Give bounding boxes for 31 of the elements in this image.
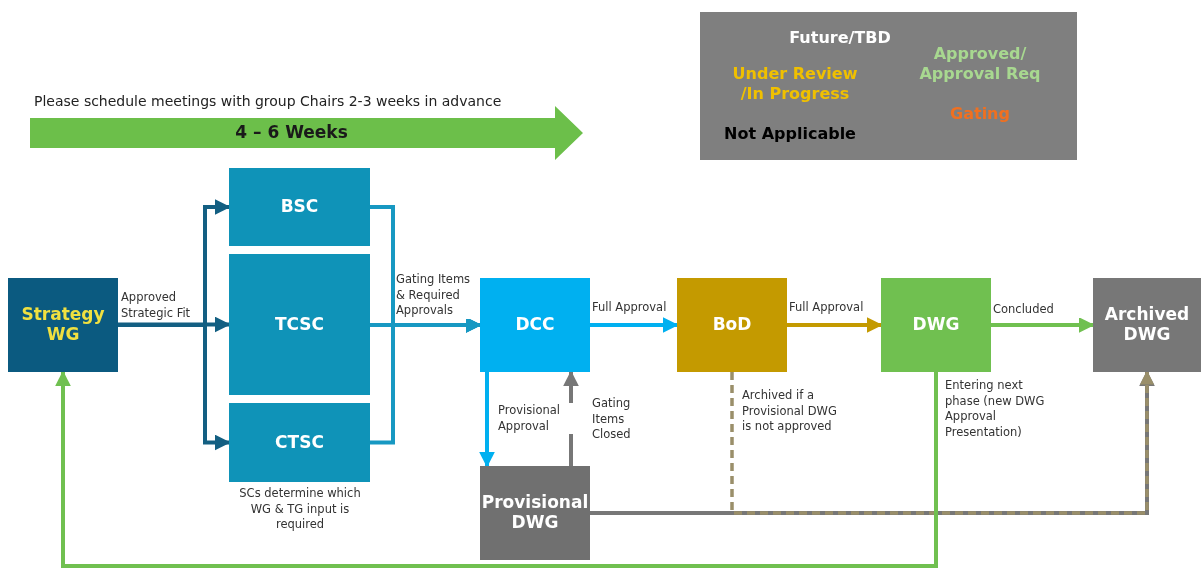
node-note: Please schedule meetings with group Chairs 2-3 weeks in advance (34, 92, 503, 111)
node-label: Strategy WG (20, 305, 106, 345)
legend-entry: Approved/ Approval Req (918, 44, 1042, 84)
edge-label: Archived if a Provisional DWG is not approved (742, 388, 837, 435)
process-box (480, 278, 590, 372)
node-note: SCs determine which WG & TG input is required (238, 486, 362, 533)
process-box (229, 403, 370, 482)
process-box (229, 254, 370, 395)
legend-entry: Gating (949, 104, 1011, 124)
legend-entry: Not Applicable (723, 124, 857, 144)
legend-entry: Future/TBD (788, 28, 892, 48)
node-label: BoD (712, 315, 752, 335)
legend-entry: Under Review /In Progress (731, 64, 859, 104)
strategy-box (8, 278, 118, 372)
node-label: TCSC (274, 314, 325, 335)
node-label: Provisional DWG (480, 493, 590, 533)
node-label: 4 – 6 Weeks (235, 123, 348, 143)
arrow (730, 370, 1154, 515)
process-box (881, 278, 991, 372)
process-box (1093, 278, 1201, 372)
process-box (480, 466, 590, 560)
node-label: Archived DWG (1103, 305, 1191, 345)
node-label: DWG (912, 315, 960, 335)
node-label: CTSC (275, 432, 324, 453)
arrow (479, 370, 495, 468)
arrow (55, 370, 938, 568)
arrow (118, 323, 231, 451)
process-box (677, 278, 787, 372)
node-label: DCC (515, 315, 555, 335)
node-label: BSC (280, 197, 319, 217)
process-box (229, 168, 370, 246)
